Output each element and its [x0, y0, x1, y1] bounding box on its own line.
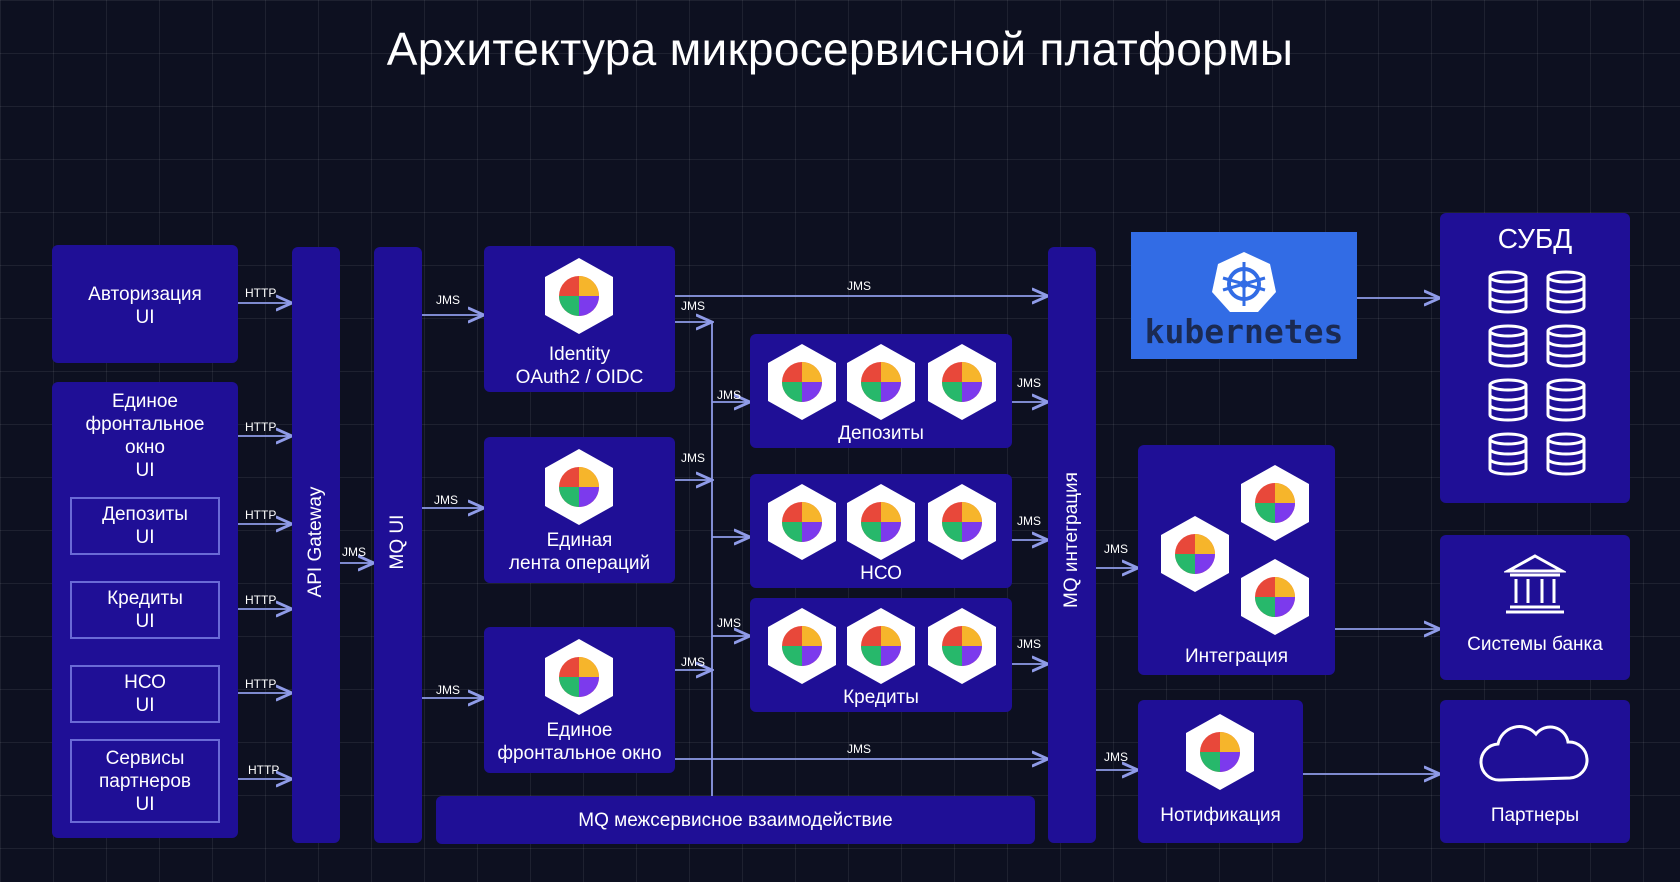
microservice-icon	[928, 608, 996, 684]
microservice-icon	[545, 449, 613, 525]
jms-label: JMS	[1017, 514, 1041, 528]
jms-label: JMS	[434, 493, 458, 507]
bank-systems-label: Системы банка	[1467, 634, 1603, 655]
front-ui-label-4: UI	[135, 460, 155, 481]
front-ui-label-1: Единое	[112, 391, 178, 412]
bank-icon	[1504, 554, 1566, 614]
feed-service-box[interactable]: Единая лента операций	[484, 437, 675, 583]
nso-ui-sublabel: UI	[135, 695, 155, 716]
bank-systems-box[interactable]: Системы банка	[1440, 535, 1630, 680]
partners-label: Партнеры	[1490, 805, 1580, 826]
http-label: HTTP	[248, 763, 280, 777]
microservice-icon	[768, 484, 836, 560]
kubernetes-label: kubernetes	[1144, 312, 1344, 351]
deposits-group-label: Депозиты	[838, 423, 924, 444]
identity-service-box[interactable]: Identity OAuth2 / OIDC	[484, 246, 675, 392]
jms-label: JMS	[1017, 376, 1041, 390]
jms-label: JMS	[681, 655, 705, 669]
dbms-label: СУБД	[1497, 223, 1573, 254]
integration-label: Интеграция	[1184, 646, 1289, 667]
jms-label: JMS	[1017, 637, 1041, 651]
notification-label: Нотификация	[1160, 805, 1281, 826]
front-ui-label-2: фронтальное	[85, 414, 205, 435]
jms-label: JMS	[436, 293, 460, 307]
identity-sublabel: OAuth2 / OIDC	[515, 367, 644, 388]
integration-box[interactable]: Интеграция	[1138, 445, 1335, 675]
http-label: HTTP	[245, 508, 277, 522]
mq-ui-box[interactable]: MQ UI	[374, 247, 422, 843]
kubernetes-helm-icon	[1212, 252, 1276, 312]
feed-sublabel: лента операций	[508, 553, 651, 574]
http-label: HTTP	[245, 677, 277, 691]
notification-box[interactable]: Нотификация	[1138, 700, 1303, 843]
front-ui-label-3: окно	[125, 437, 165, 458]
deposits-ui-sublabel: UI	[135, 527, 155, 548]
http-label: HTTP	[245, 420, 277, 434]
api-gateway-label: API Gateway	[305, 486, 326, 598]
partners-box[interactable]: Партнеры	[1440, 700, 1630, 843]
dbms-box[interactable]: СУБД	[1440, 213, 1630, 503]
microservice-icon	[768, 608, 836, 684]
microservice-icon	[1186, 714, 1254, 790]
microservice-icon	[1161, 516, 1229, 592]
jms-label: JMS	[436, 683, 460, 697]
auth-ui-sublabel: UI	[135, 307, 155, 328]
http-label: HTTP	[245, 593, 277, 607]
deposits-group-box[interactable]: Депозиты	[750, 334, 1012, 448]
nso-group-label: НСО	[860, 563, 902, 584]
microservice-icon	[545, 258, 613, 334]
microservice-icon	[847, 344, 915, 420]
frontwin-label: Единое	[546, 720, 613, 741]
mq-bus-box[interactable]: MQ межсервисное взаимодействие	[436, 796, 1035, 844]
microservice-icon	[847, 608, 915, 684]
jms-label: JMS	[342, 545, 366, 559]
mq-integration-label: MQ интеграция	[1061, 472, 1082, 608]
jms-label: JMS	[717, 616, 741, 630]
kubernetes-box[interactable]: kubernetes	[1131, 232, 1357, 359]
credits-group-box[interactable]: Кредиты	[750, 598, 1012, 712]
jms-label: JMS	[681, 451, 705, 465]
partners-ui-label-2: партнеров	[99, 770, 191, 792]
jms-label: JMS	[681, 299, 705, 313]
partners-ui-label-1: Сервисы	[105, 747, 185, 769]
mq-ui-label: MQ UI	[387, 514, 408, 570]
feed-label: Единая	[546, 530, 613, 551]
microservice-icon	[1241, 465, 1309, 541]
mq-integration-box[interactable]: MQ интеграция	[1048, 247, 1096, 843]
database-icon	[1488, 270, 1586, 476]
microservice-icon	[1241, 559, 1309, 635]
jms-label: JMS	[1104, 750, 1128, 764]
http-label: HTTP	[245, 286, 277, 300]
deposits-ui-label: Депозиты	[102, 504, 188, 525]
credits-group-label: Кредиты	[843, 687, 919, 708]
frontwin-service-box[interactable]: Единое фронтальное окно	[484, 627, 675, 773]
mq-bus-label: MQ межсервисное взаимодействие	[578, 810, 893, 831]
page-title: Архитектура микросервисной платформы	[386, 23, 1294, 75]
cloud-icon	[1479, 725, 1589, 782]
frontwin-sublabel: фронтальное окно	[497, 743, 662, 764]
jms-label: JMS	[1104, 542, 1128, 556]
auth-ui-box[interactable]: Авторизация UI	[52, 245, 238, 363]
microservice-icon	[928, 344, 996, 420]
nso-group-box[interactable]: НСО	[750, 474, 1012, 588]
api-gateway-box[interactable]: API Gateway	[292, 247, 340, 843]
nso-ui-label: НСО	[124, 672, 166, 693]
microservice-icon	[545, 639, 613, 715]
microservice-icon	[928, 484, 996, 560]
jms-label: JMS	[717, 388, 741, 402]
credits-ui-sublabel: UI	[135, 611, 155, 632]
jms-label: JMS	[847, 279, 871, 293]
microservice-icon	[768, 344, 836, 420]
jms-label: JMS	[847, 742, 871, 756]
partners-ui-label-3: UI	[135, 793, 155, 815]
auth-ui-label: Авторизация	[88, 284, 202, 305]
microservice-icon	[847, 484, 915, 560]
identity-label: Identity	[548, 344, 611, 365]
credits-ui-label: Кредиты	[107, 588, 183, 609]
